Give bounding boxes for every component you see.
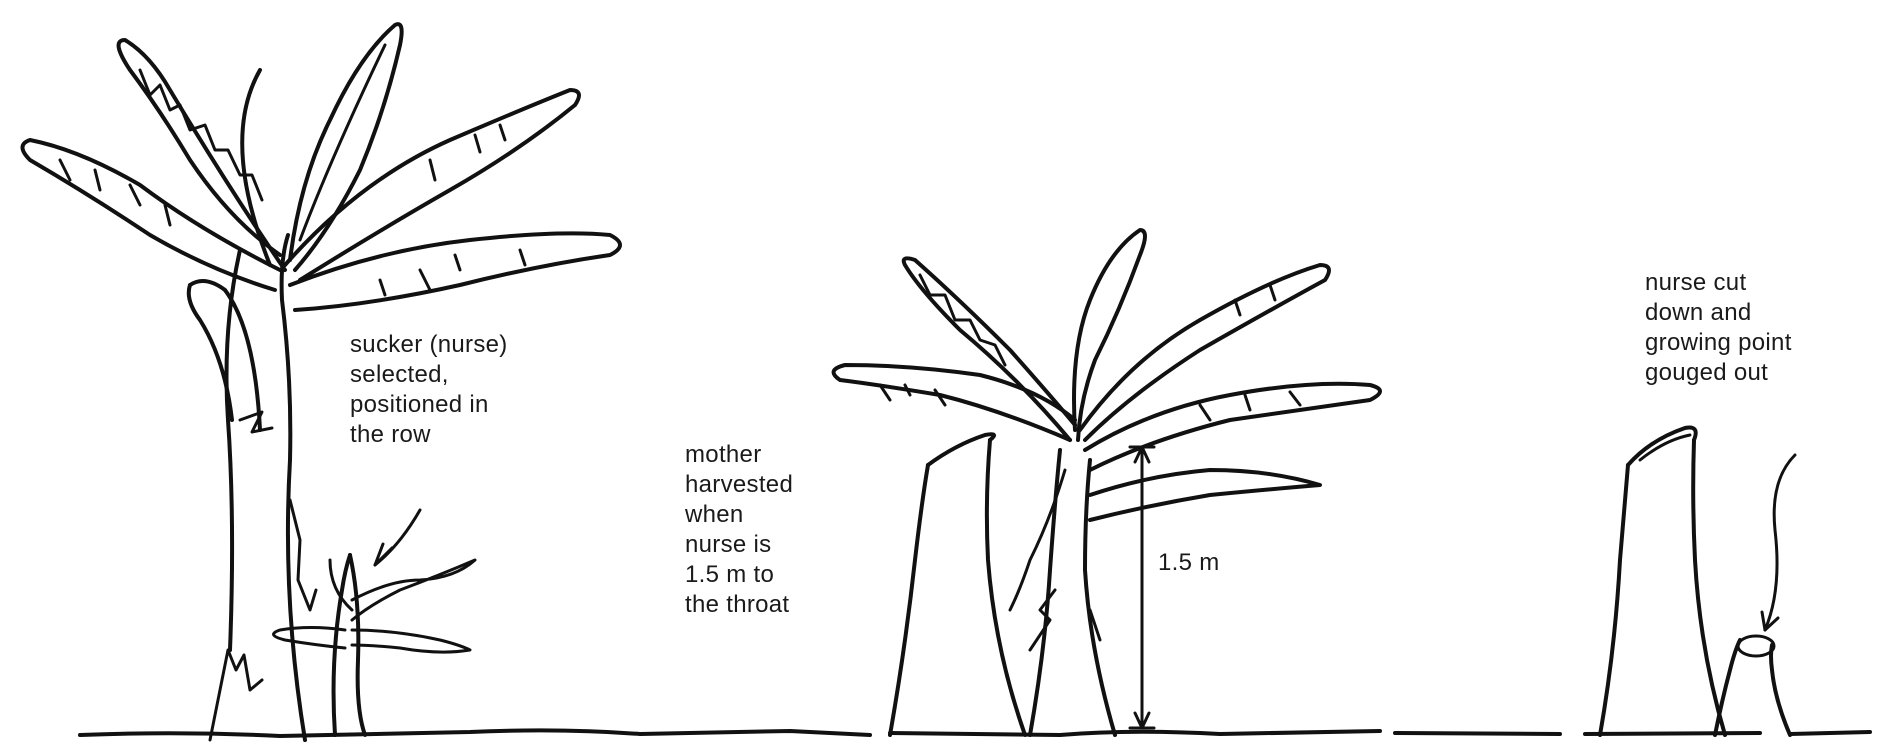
cut-nurse-stump <box>1715 636 1790 735</box>
harvested-mother-with-nurse <box>834 230 1380 735</box>
height-dimension <box>1130 447 1154 728</box>
label-sucker-nurse: sucker (nurse) selected, positioned in t… <box>350 330 508 450</box>
label-mother-harvested: mother harvested when nurse is 1.5 m to … <box>685 440 793 620</box>
label-nurse-cut: nurse cut down and growing point gouged … <box>1645 268 1792 388</box>
mother-plant-mature <box>23 24 621 740</box>
label-height-1-5m: 1.5 m <box>1158 548 1220 578</box>
cut-down-stump <box>1600 428 1725 736</box>
sucker-arrowhead <box>375 544 392 565</box>
nurse-cut-arrow <box>1765 455 1795 630</box>
